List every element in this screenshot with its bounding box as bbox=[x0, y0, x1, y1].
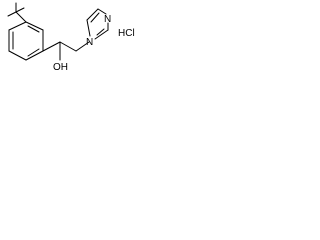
ring-bond-4 bbox=[8, 50, 27, 61]
imidazole-bond-3 bbox=[97, 8, 107, 15]
methylene-to-nitrogen-bond bbox=[75, 41, 90, 52]
tert-butyl-group bbox=[7, 2, 27, 23]
nitrogen-top-label: N bbox=[104, 14, 111, 25]
imidazole-bond-2 bbox=[86, 8, 99, 21]
ring-double-bond-2 bbox=[27, 48, 40, 57]
tbutyl-bond-left bbox=[7, 11, 17, 17]
ring-bond-3 bbox=[25, 50, 44, 61]
chemical-structure-diagram: N N OH HCl bbox=[7, 2, 135, 73]
ring-double-bond-1 bbox=[27, 25, 40, 33]
carbinol-to-methylene-bond bbox=[59, 41, 77, 52]
hydroxyl-label: OH bbox=[53, 62, 68, 73]
salt-label: HCl bbox=[118, 28, 135, 39]
benzene-ring bbox=[8, 21, 44, 61]
tbutyl-bond-right bbox=[15, 7, 25, 13]
imidazole-double-bond-1 bbox=[90, 12, 100, 23]
imidazole-double-bond-2 bbox=[96, 28, 105, 36]
tbutyl-bond-down bbox=[15, 11, 27, 23]
ring-to-carbinol-bond bbox=[42, 41, 61, 52]
imidazole-bond-5 bbox=[94, 29, 109, 40]
nitrogen-ring-label: N bbox=[86, 37, 93, 48]
imidazole-bond-1 bbox=[86, 19, 91, 37]
imidazole-ring bbox=[86, 8, 109, 40]
ring-bond-1 bbox=[25, 21, 44, 31]
ring-bond-6 bbox=[8, 21, 27, 31]
